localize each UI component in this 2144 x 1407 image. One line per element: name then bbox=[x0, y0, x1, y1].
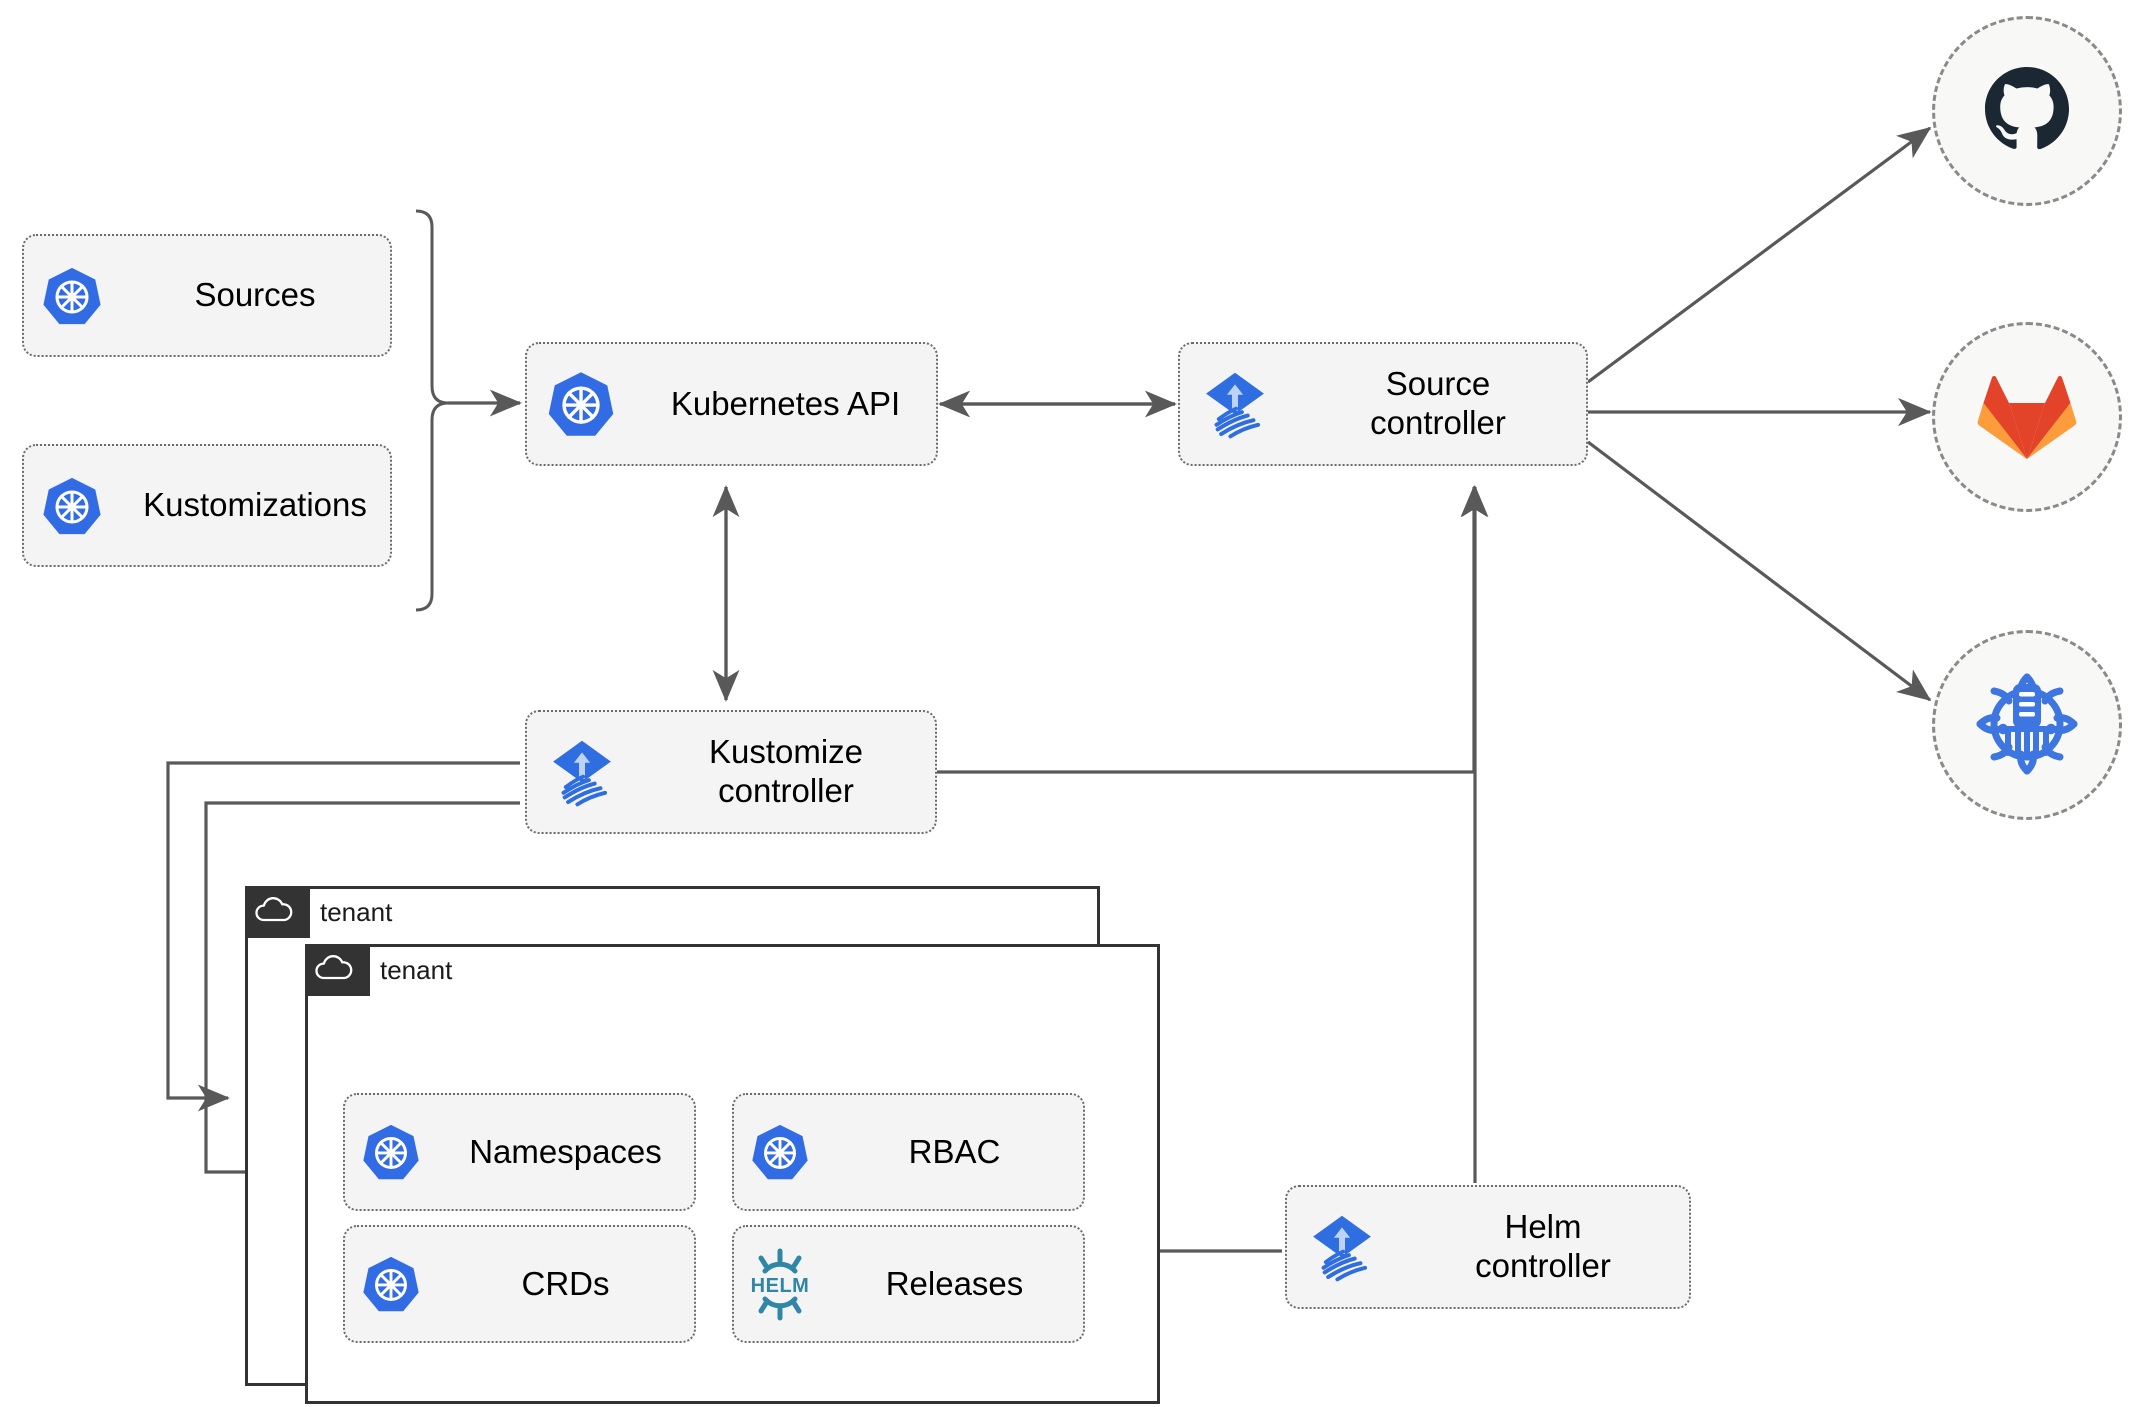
helm-icon: HELM bbox=[734, 1247, 826, 1321]
node-label: Namespaces bbox=[469, 1132, 662, 1170]
kubernetes-icon bbox=[345, 1254, 437, 1314]
kubernetes-icon bbox=[345, 1122, 437, 1182]
kubernetes-icon bbox=[24, 265, 120, 327]
node-rbac[interactable]: RBAC bbox=[732, 1093, 1085, 1211]
svg-text:HELM: HELM bbox=[751, 1275, 810, 1297]
node-label: Kustomize controller bbox=[708, 733, 864, 809]
node-sources[interactable]: Sources bbox=[22, 234, 392, 357]
node-label: Source controller bbox=[1370, 365, 1506, 441]
cloud-icon bbox=[313, 953, 355, 988]
node-crds[interactable]: CRDs bbox=[343, 1225, 696, 1343]
flux-icon bbox=[527, 735, 637, 809]
provider-github[interactable] bbox=[1932, 16, 2122, 206]
kubernetes-icon bbox=[527, 369, 635, 439]
helm-repository-icon bbox=[1972, 668, 2082, 783]
provider-gitlab[interactable] bbox=[1932, 322, 2122, 512]
node-label: Kustomizations bbox=[143, 486, 367, 524]
tenant-label: tenant bbox=[320, 896, 393, 927]
tenant-box-front[interactable]: tenant Namespaces bbox=[305, 944, 1160, 1404]
node-kustomize-controller[interactable]: Kustomize controller bbox=[525, 710, 937, 834]
node-label: Sources bbox=[194, 276, 316, 314]
provider-helm-repository[interactable] bbox=[1932, 630, 2122, 820]
kubernetes-icon bbox=[734, 1122, 826, 1182]
node-source-controller[interactable]: Source controller bbox=[1178, 342, 1588, 466]
tenant-label: tenant bbox=[380, 954, 453, 985]
node-namespaces[interactable]: Namespaces bbox=[343, 1093, 696, 1211]
kubernetes-icon bbox=[24, 475, 120, 537]
flux-icon bbox=[1287, 1210, 1397, 1284]
node-label: RBAC bbox=[908, 1132, 1001, 1170]
tenant-tab bbox=[245, 886, 310, 938]
node-label: CRDs bbox=[521, 1264, 610, 1302]
node-label: Kubernetes API bbox=[670, 384, 901, 422]
tenant-tab bbox=[305, 944, 370, 996]
node-kubernetes-api[interactable]: Kubernetes API bbox=[525, 342, 938, 466]
cloud-icon bbox=[253, 895, 295, 930]
node-kustomizations[interactable]: Kustomizations bbox=[22, 444, 392, 567]
flux-icon bbox=[1180, 367, 1290, 441]
node-label: Helm controller bbox=[1475, 1208, 1611, 1284]
node-label: Releases bbox=[885, 1264, 1024, 1302]
node-releases[interactable]: HELM Releases bbox=[732, 1225, 1085, 1343]
node-helm-controller[interactable]: Helm controller bbox=[1285, 1185, 1691, 1309]
github-icon bbox=[1977, 59, 2077, 164]
gitlab-icon bbox=[1975, 367, 2079, 468]
